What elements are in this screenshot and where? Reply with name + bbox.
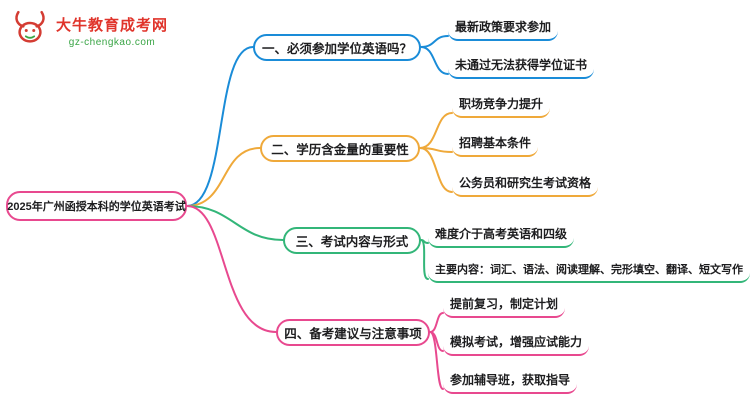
bull-logo-icon — [10, 8, 50, 53]
connector-b1-l1 — [420, 35, 449, 48]
connector-b1-l2 — [420, 46, 449, 75]
connector-root-b1 — [186, 46, 254, 207]
connector-root-b4 — [186, 205, 277, 333]
branch-topic-3: 三、考试内容与形式 — [283, 227, 421, 254]
connector-root-b2 — [186, 147, 261, 207]
connector-b2-l3 — [419, 147, 453, 193]
leaf-topic: 参加辅导班，获取指导 — [443, 368, 578, 394]
leaf-topic: 提前复习，制定计划 — [443, 292, 566, 318]
leaf-topic: 职场竞争力提升 — [452, 92, 551, 118]
connector-b4-l3 — [429, 331, 444, 390]
connector-b4-l1 — [429, 312, 444, 333]
leaf-topic: 招聘基本条件 — [452, 131, 539, 157]
leaf-topic: 最新政策要求参加 — [448, 15, 559, 41]
logo-subtitle: gz-chengkao.com — [68, 36, 156, 48]
site-logo: 大牛教育成考网 gz-chengkao.com — [10, 8, 168, 53]
mindmap-root-topic: 2025年广州函授本科的学位英语考试 — [6, 191, 187, 221]
leaf-topic: 难度介于高考英语和四级 — [428, 222, 575, 248]
branch-topic-1: 一、必须参加学位英语吗？ — [253, 34, 421, 61]
leaf-topic: 主要内容：词汇、语法、阅读理解、完形填空、翻译、短文写作 — [428, 258, 750, 283]
connector-b2-l1 — [419, 112, 453, 149]
leaf-topic: 未通过无法获得学位证书 — [448, 53, 595, 79]
leaf-topic: 公务员和研究生考试资格 — [452, 171, 599, 197]
logo-title: 大牛教育成考网 — [56, 16, 169, 34]
branch-topic-2: 二、学历含金量的重要性 — [260, 135, 420, 162]
branch-topic-4: 四、备考建议与注意事项 — [276, 319, 430, 346]
connector-root-b3 — [186, 205, 284, 241]
leaf-topic: 模拟考试，增强应试能力 — [443, 330, 590, 356]
connector-b3-l2 — [420, 239, 429, 280]
